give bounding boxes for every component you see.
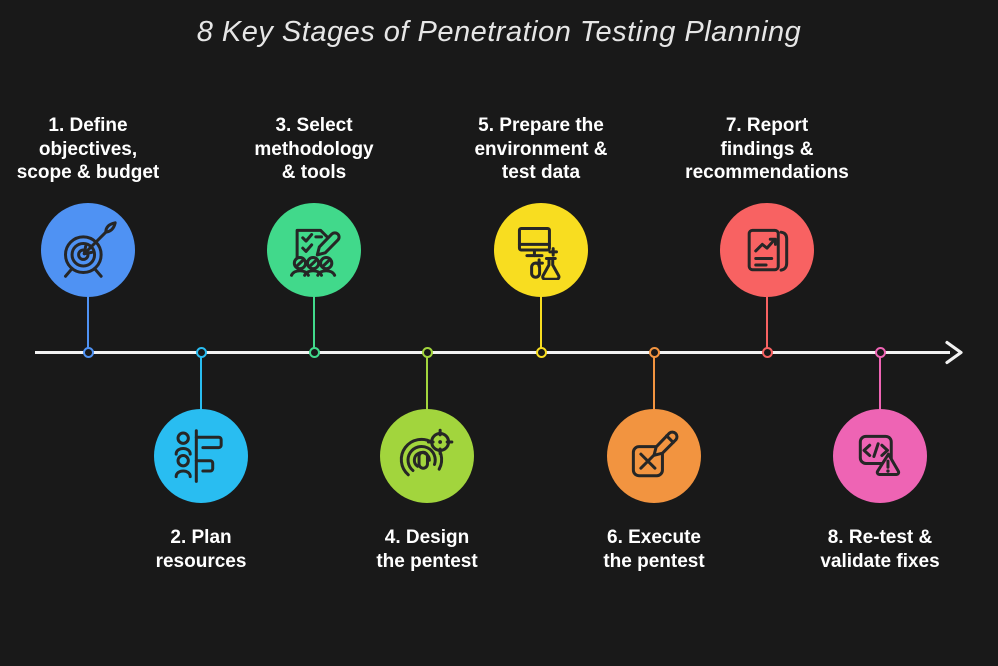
- stage-6-timeline-dot: [648, 347, 660, 358]
- stage-2: 2. Plan resources: [91, 0, 311, 666]
- stage-7-circle: [720, 203, 814, 297]
- stage-8-circle: [833, 409, 927, 503]
- stage-5-connector: [539, 296, 543, 353]
- stage-5-label: 5. Prepare the environment & test data: [474, 115, 608, 183]
- stage-2-connector: [199, 353, 203, 410]
- stage-6: 6. Execute the pentest: [544, 0, 764, 666]
- stage-8: 8. Re-test & validate fixes: [770, 0, 990, 666]
- timeline-arrow-icon: [945, 340, 963, 365]
- stage-4-circle: [380, 409, 474, 503]
- stage-6-label: 6. Execute the pentest: [603, 527, 705, 572]
- stage-8-label: 8. Re-test & validate fixes: [820, 527, 940, 572]
- stage-4-connector: [425, 353, 429, 410]
- stage-6-connector: [652, 353, 656, 410]
- stage-3: 3. Select methodology & tools: [204, 0, 424, 666]
- target-arrow-icon: [64, 221, 117, 278]
- stage-3-circle: [267, 203, 361, 297]
- stage-5-timeline-dot: [535, 347, 547, 358]
- stage-7-connector: [765, 296, 769, 353]
- stage-7-label: 7. Report findings & recommendations: [685, 115, 849, 183]
- stage-5: 5. Prepare the environment & test data: [431, 0, 651, 666]
- stage-4-timeline-dot: [421, 347, 433, 358]
- stage-2-timeline-dot: [195, 347, 207, 358]
- stage-4-label: 4. Design the pentest: [376, 527, 478, 572]
- stage-8-timeline-dot: [874, 347, 886, 358]
- resource-allocation-icon: [174, 429, 223, 483]
- stage-1-circle: [41, 203, 135, 297]
- timeline-axis: [35, 340, 963, 365]
- monitor-lab-icon: [517, 226, 561, 280]
- stage-1-timeline-dot: [82, 347, 94, 358]
- stage-1-connector: [86, 296, 90, 353]
- stage-7-timeline-dot: [761, 347, 773, 358]
- page-title: 8 Key Stages of Penetration Testing Plan…: [196, 16, 802, 48]
- code-warning-icon: [858, 434, 901, 476]
- stage-3-timeline-dot: [308, 347, 320, 358]
- stage-1: 1. Define objectives, scope & budget: [0, 0, 198, 666]
- checklist-team-icon: [290, 228, 341, 277]
- checkbox-pencil-icon: [631, 430, 679, 478]
- stage-2-label: 2. Plan resources: [155, 527, 247, 572]
- stage-2-circle: [154, 409, 248, 503]
- stage-6-circle: [607, 409, 701, 503]
- fingerprint-crosshair-icon: [399, 428, 454, 477]
- stage-1-label: 1. Define objectives, scope & budget: [16, 115, 160, 183]
- stage-7: 7. Report findings & recommendations: [657, 0, 877, 666]
- stage-3-connector: [312, 296, 316, 353]
- report-chart-icon: [747, 228, 789, 272]
- stage-3-label: 3. Select methodology & tools: [254, 115, 374, 183]
- stage-5-circle: [494, 203, 588, 297]
- stage-4: 4. Design the pentest: [317, 0, 537, 666]
- stage-8-connector: [878, 353, 882, 410]
